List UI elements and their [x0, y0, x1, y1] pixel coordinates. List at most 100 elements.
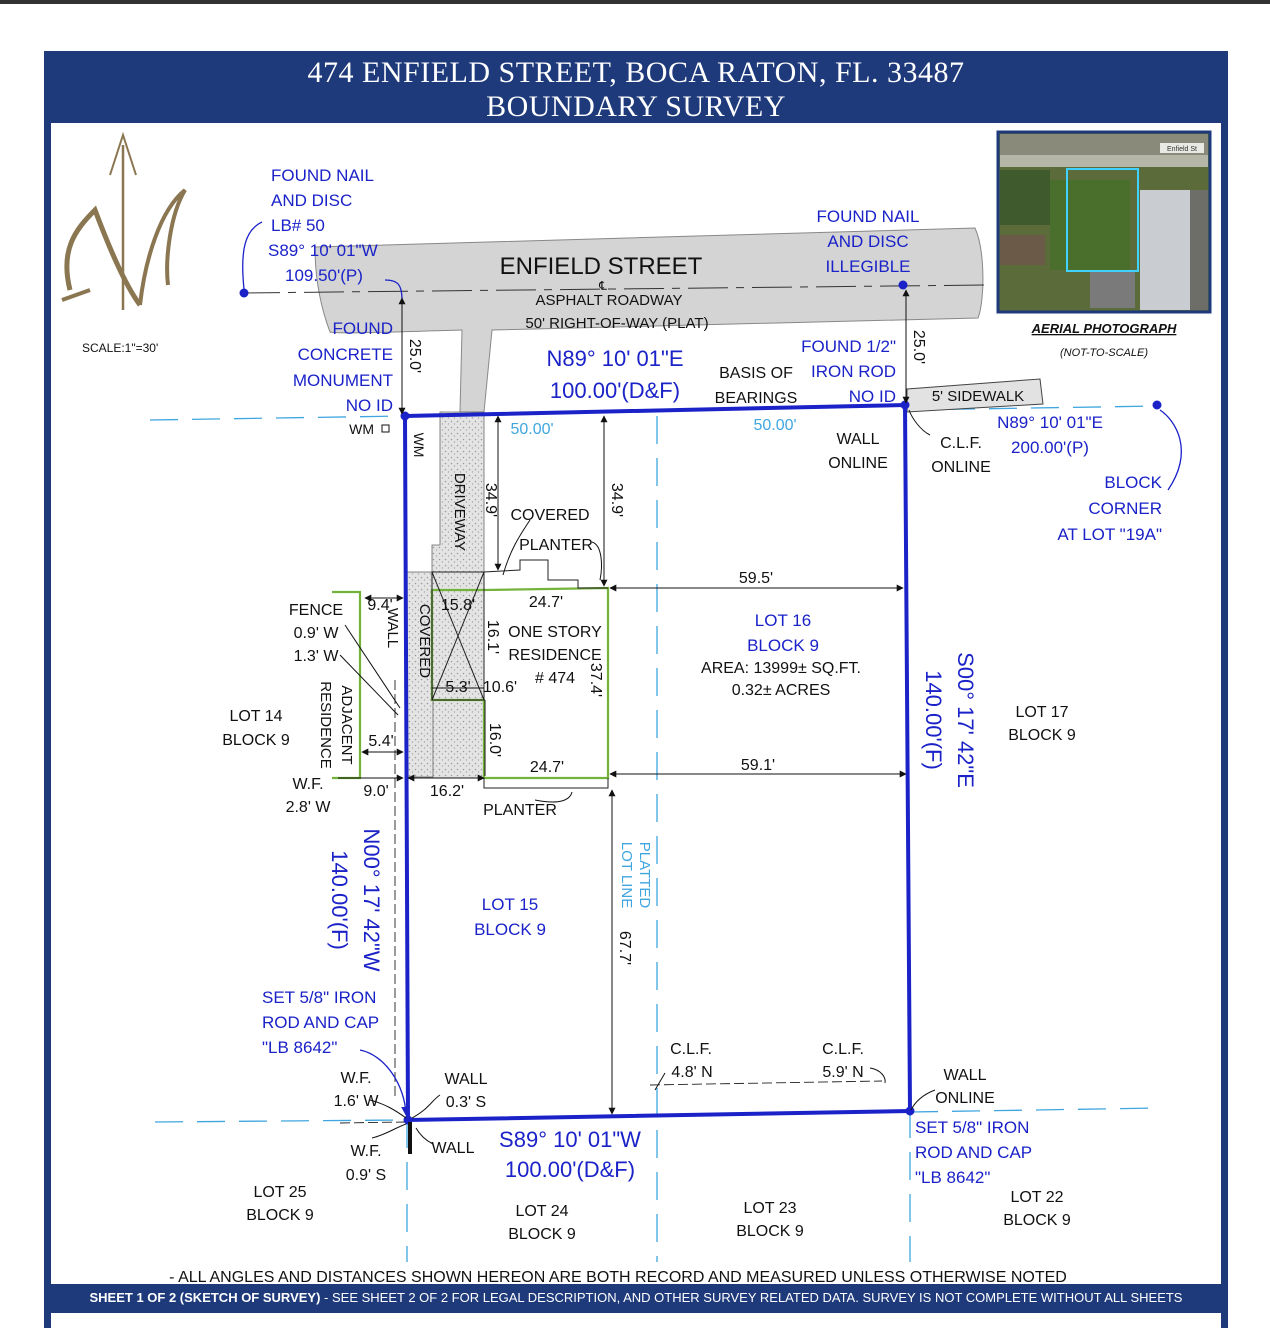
basis-l1: BASIS OF — [719, 365, 793, 382]
callout-nail-l2: AND DISC — [271, 191, 352, 210]
lot14-l2: BLOCK 9 — [222, 732, 290, 749]
house-top-width: 24.7' — [529, 594, 563, 611]
aerial-title: AERIAL PHOTOGRAPH — [1031, 321, 1177, 336]
wf-top-l2: 2.8' W — [286, 799, 332, 816]
callout-nail-l3: LB# 50 — [271, 216, 325, 235]
lot15-l1: LOT 15 — [482, 895, 538, 914]
clf-br-l2: 5.9' N — [822, 1064, 863, 1081]
clf-br-l1: C.L.F. — [822, 1041, 864, 1058]
setback-house: 34.9' — [608, 483, 625, 517]
lot24-l2: BLOCK 9 — [508, 1226, 576, 1243]
callout-setrod-right-l1: SET 5/8" IRON — [915, 1118, 1029, 1137]
wall-online-bottom-l2: ONLINE — [935, 1090, 995, 1107]
clf-bl-l1: C.L.F. — [670, 1041, 712, 1058]
area-sqft: AREA: 13999± SQ.FT. — [701, 660, 861, 677]
covered-porch — [431, 559, 609, 789]
lot15-l2: BLOCK 9 — [474, 920, 546, 939]
lot23-l2: BLOCK 9 — [736, 1223, 804, 1240]
callout-setrod-right-l3: "LB 8642" — [915, 1168, 990, 1187]
clf-online-l1: C.L.F. — [940, 435, 982, 452]
row-dim-right: 25.0' — [910, 330, 927, 364]
house-l1: ONE STORY — [508, 624, 602, 641]
general-note: - ALL ANGLES AND DISTANCES SHOWN HEREON … — [169, 1269, 1067, 1286]
callout-illegible-l1: FOUND NAIL — [817, 207, 920, 226]
sheet-title: BOUNDARY SURVEY — [486, 90, 786, 123]
wf-bottom-l2: 0.9' S — [346, 1167, 386, 1184]
callout-block-l1: BLOCK — [1104, 473, 1162, 492]
house-l2: RESIDENCE — [508, 647, 601, 664]
fence-l1: FENCE — [289, 602, 343, 619]
callout-ironrod-l2: IRON ROD — [811, 362, 896, 381]
cover-width: 15.8' — [441, 597, 475, 614]
cover-depth: 16.1' — [484, 620, 501, 654]
north-bearing: N89° 10' 01"E — [546, 346, 683, 371]
north-distance: 100.00'(D&F) — [550, 378, 680, 403]
callout-block-l3: AT LOT "19A" — [1057, 525, 1162, 544]
side-east-bottom: 59.1' — [741, 757, 775, 774]
driveway-strip — [406, 571, 434, 778]
rear-dim: 67.7' — [616, 931, 633, 965]
lot17-l1: LOT 17 — [1015, 704, 1068, 721]
notch-width-2: 10.6' — [483, 679, 517, 696]
house-depth: 37.4' — [587, 663, 604, 697]
top-edge — [0, 0, 1270, 4]
covered-side-label: COVERED — [416, 604, 433, 678]
callout-concrete-l3: MONUMENT — [293, 371, 393, 390]
side-left-dim-2: 9.0' — [363, 783, 388, 800]
callout-ironrod-l1: FOUND 1/2" — [801, 337, 896, 356]
adjacent-label: ADJACENT — [338, 685, 355, 764]
callout-concrete-l4: NO ID — [346, 396, 393, 415]
ne-plat-distance: 200.00'(P) — [1011, 438, 1089, 457]
boundary-bearings: N89° 10' 01"E 100.00'(D&F) S89° 10' 01"W… — [327, 346, 978, 1182]
callout-setrod-left-l3: "LB 8642" — [262, 1038, 337, 1057]
callout-leaders — [242, 221, 1182, 1116]
scale-label: SCALE:1"=30' — [82, 341, 158, 355]
monuments — [239, 280, 1162, 1125]
side-east-top: 59.5' — [739, 570, 773, 587]
clf-bl-l2: 4.8' N — [671, 1064, 712, 1081]
callout-setrod-left-l1: SET 5/8" IRON — [262, 988, 376, 1007]
notch-depth: 16.0' — [486, 723, 503, 757]
callout-illegible-l3: ILLEGIBLE — [825, 257, 910, 276]
side-left-dim: 5.4' — [368, 733, 393, 750]
bottom-strip — [51, 1313, 1221, 1329]
callout-setrod-left-l2: ROD AND CAP — [262, 1013, 379, 1032]
platted-line-l2: LOT LINE — [618, 842, 635, 908]
water-meter-label: WM — [349, 421, 374, 437]
fence-l3: 1.3' W — [294, 648, 340, 665]
fence-l2: 0.9' W — [294, 625, 340, 642]
wf-left-l1: W.F. — [340, 1070, 371, 1087]
east-distance: 140.00'(F) — [921, 670, 946, 770]
west-bearing: N00° 17' 42"W — [359, 828, 384, 971]
black-labels: BASIS OF BEARINGS 5' SIDEWALK WALL ONLIN… — [169, 330, 1076, 1286]
lot16-l1: LOT 16 — [755, 611, 811, 630]
callout-illegible-l2: AND DISC — [827, 232, 908, 251]
lot17-l2: BLOCK 9 — [1008, 727, 1076, 744]
platted-line-l1: PLATTED — [636, 842, 653, 909]
wall-bottom-l2: 0.3' S — [446, 1094, 486, 1111]
row-dim-left: 25.0' — [406, 339, 423, 373]
aerial-photograph: Enfield St — [996, 130, 1212, 314]
callout-setrod-right-l2: ROD AND CAP — [915, 1143, 1032, 1162]
residence-label: RESIDENCE — [317, 681, 334, 769]
callout-block-l2: CORNER — [1088, 499, 1162, 518]
wall-corner-label: WALL — [432, 1140, 475, 1157]
clf-online-l2: ONLINE — [931, 459, 991, 476]
sidewalk-label: 5' SIDEWALK — [932, 388, 1024, 405]
basis-l2: BEARINGS — [715, 390, 798, 407]
north-arrow-icon — [61, 131, 187, 310]
notch-width: 5.3' — [445, 679, 470, 696]
south-distance: 100.00'(D&F) — [505, 1157, 635, 1182]
sheet-footer-text: - SEE SHEET 2 OF 2 FOR LEGAL DESCRIPTION… — [320, 1290, 1183, 1305]
centerline-symbol: ℄ — [598, 279, 607, 293]
wf-bottom-l1: W.F. — [350, 1143, 381, 1160]
wf-top-l1: W.F. — [292, 776, 323, 793]
area-acres: 0.32± ACRES — [732, 682, 831, 699]
lot22-l2: BLOCK 9 — [1003, 1212, 1071, 1229]
west-distance: 140.00'(F) — [327, 850, 352, 950]
planter-top-label: PLANTER — [519, 537, 593, 554]
planter-bottom-label: PLANTER — [483, 802, 557, 819]
east-bearing: S00° 17' 42"E — [953, 652, 978, 788]
lot22-l1: LOT 22 — [1010, 1189, 1063, 1206]
lot23-l1: LOT 23 — [743, 1200, 796, 1217]
